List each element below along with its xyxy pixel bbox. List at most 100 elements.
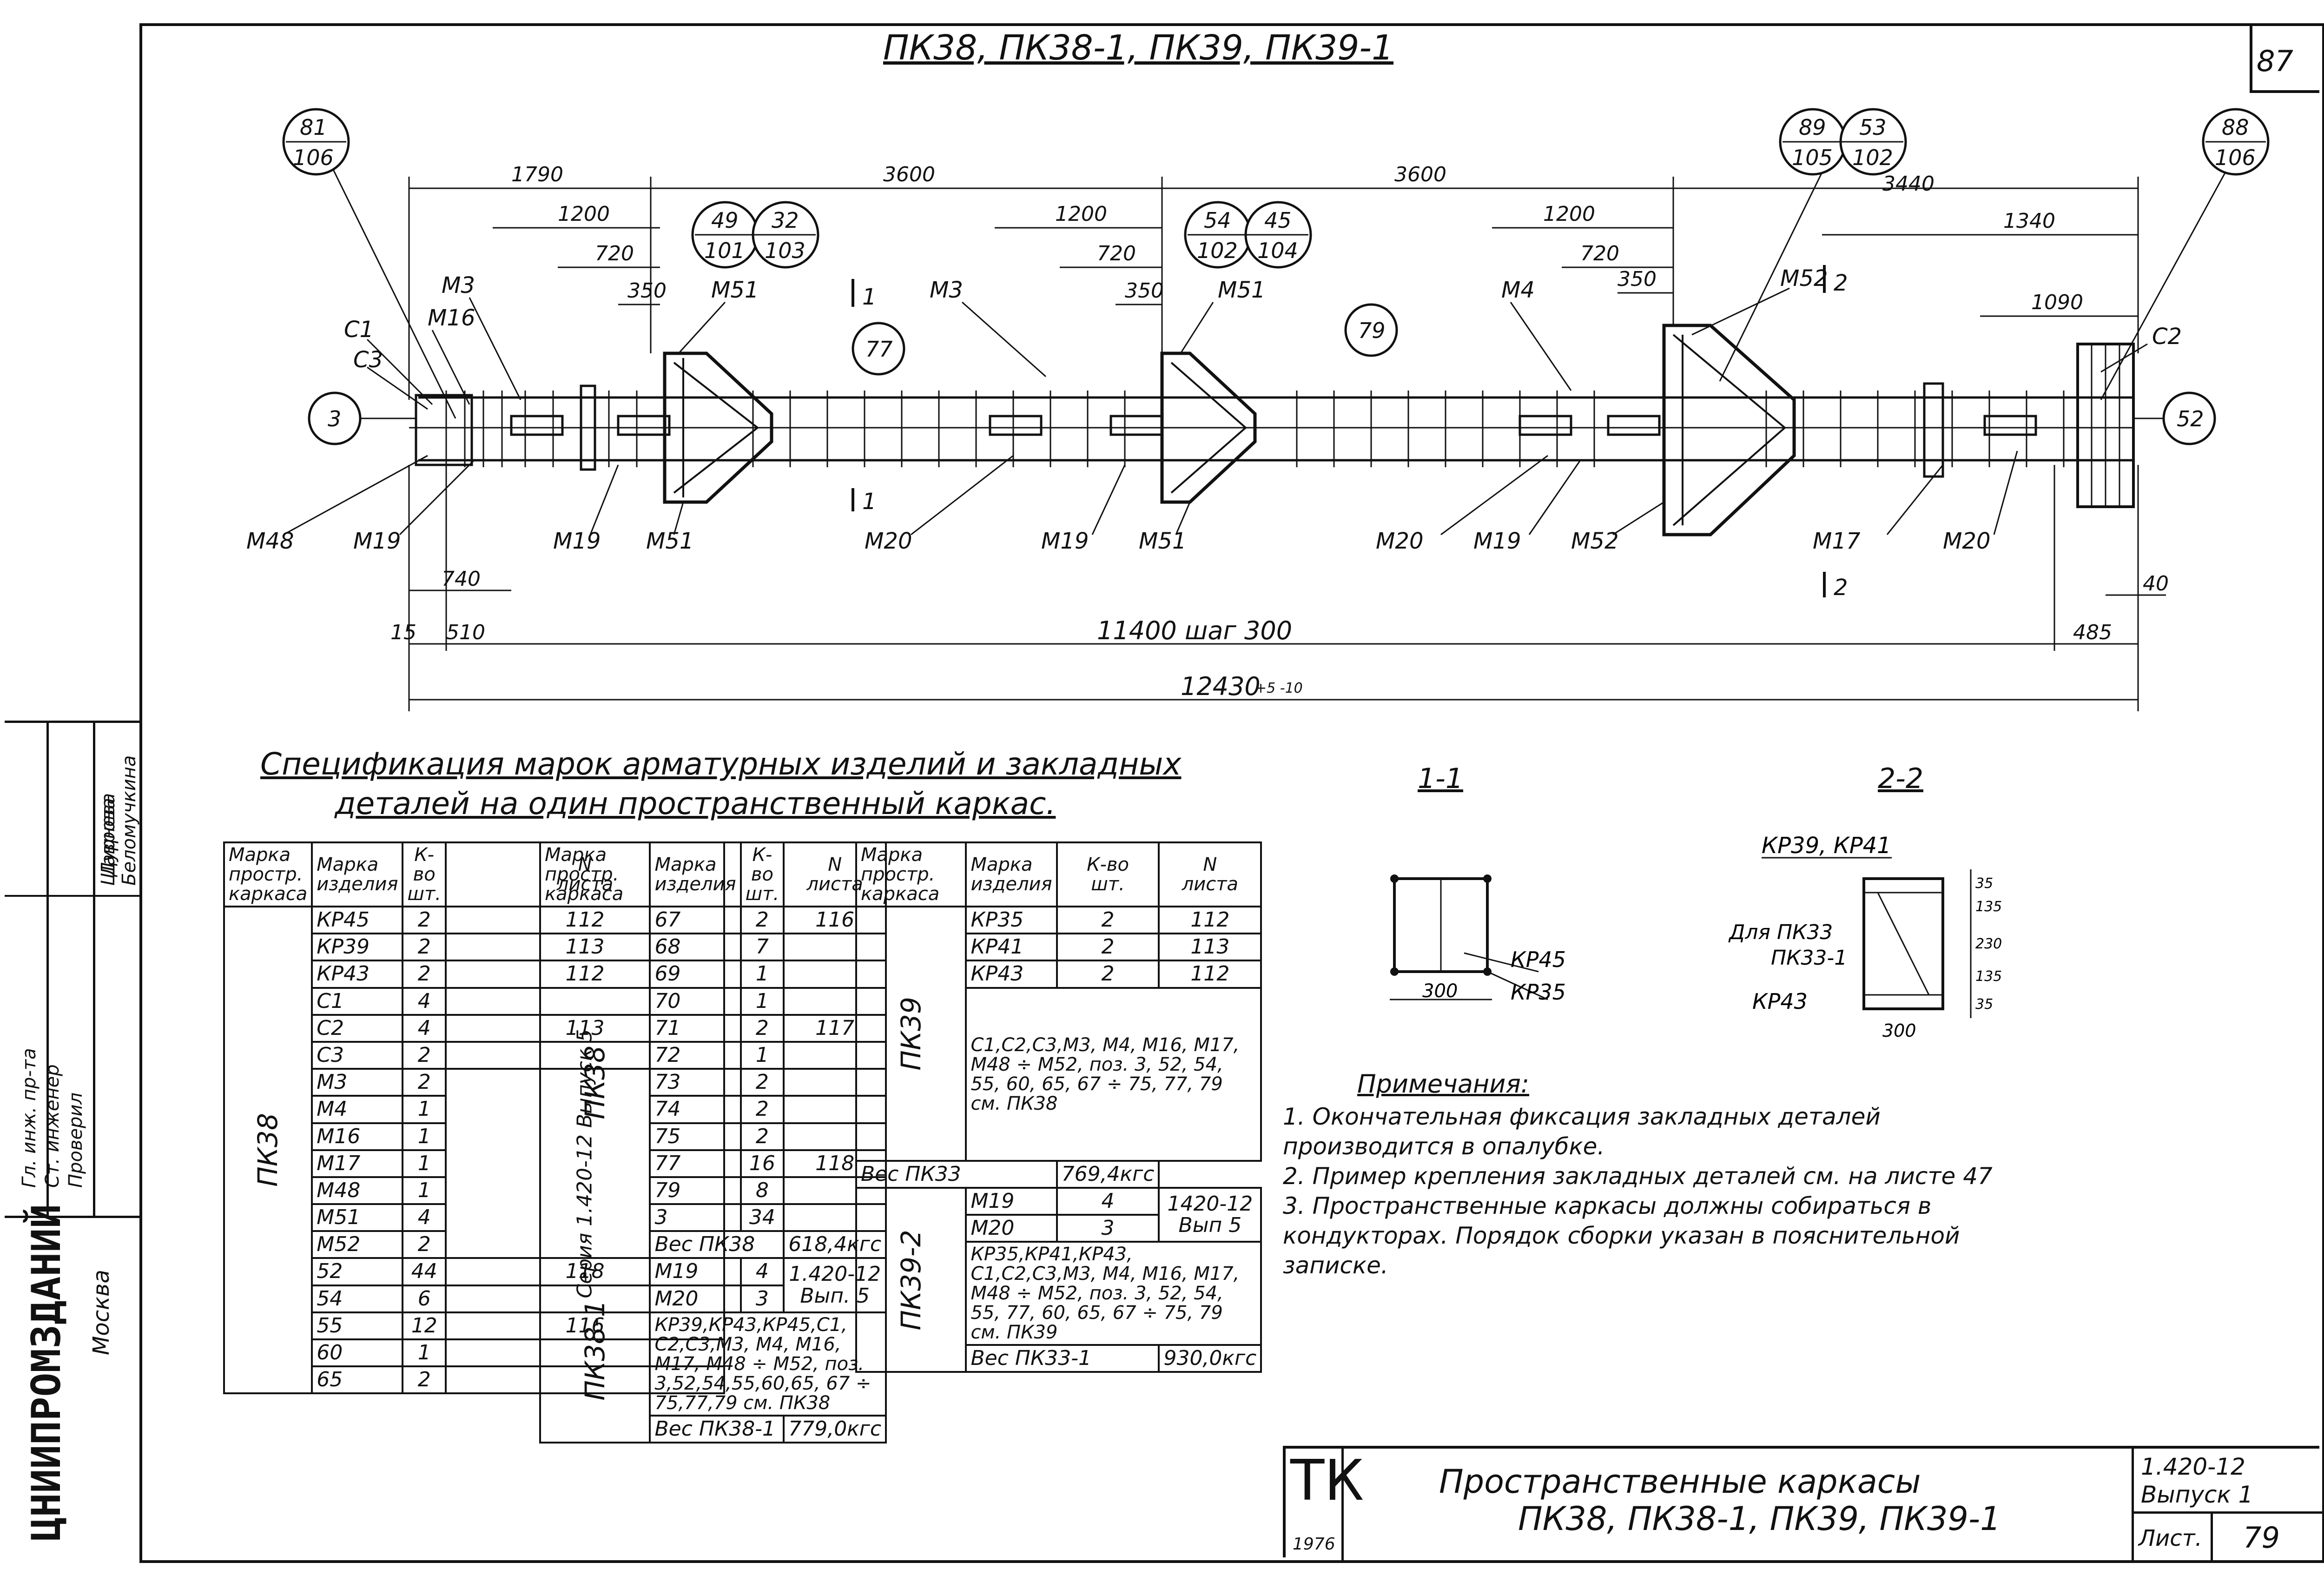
label-m51-d: М51 <box>1139 528 1187 554</box>
note-row: КР39,КР43,КР45,С1, С2,С3,М3, М4, М16, М1… <box>540 1311 887 1417</box>
dim-3600-a: 3600 <box>883 163 935 186</box>
cell-marka: М51 <box>311 1203 404 1232</box>
table1-group-text: ПК38 <box>252 1113 284 1187</box>
weight-label: Вес ПК38 <box>649 1230 785 1259</box>
weight-value: 769,4кгс <box>1056 1159 1160 1189</box>
dim-1200-c: 1200 <box>1543 202 1595 226</box>
dim-15: 15 <box>390 621 416 644</box>
cell-n: 1420-12 Вып 5 <box>1158 1186 1262 1243</box>
dim-510: 510 <box>446 621 485 644</box>
table3-group-a-text: ПК39 <box>895 996 927 1071</box>
section-2-dim-1: 35 <box>1975 875 1993 892</box>
section-1-title: 1-1 <box>1418 762 1463 795</box>
cell-marka: 69 <box>649 960 742 989</box>
section-2-title: 2-2 <box>1878 762 1923 795</box>
cell-kvo: 44 <box>402 1257 447 1286</box>
cell-kvo: 4 <box>1056 1186 1160 1216</box>
cell-kvo: 2 <box>402 1365 447 1395</box>
cell-kvo: 4 <box>402 1203 447 1232</box>
side-title-divider <box>46 723 49 1216</box>
cell-kvo: 1 <box>739 960 785 989</box>
table3-group-b: ПК39-2 <box>855 1186 967 1373</box>
cell-marka: М48 <box>311 1176 404 1205</box>
cell-kvo: 1 <box>402 1122 447 1151</box>
cell-marka: 72 <box>649 1040 742 1070</box>
cell-marka: М20 <box>649 1284 742 1313</box>
note-line-1: 1. Окончательная фиксация закладных дета… <box>1283 1103 1881 1130</box>
dim-40: 40 <box>2143 572 2169 596</box>
hdr2-n-text: N <box>828 854 842 875</box>
hdr3-lista: листа <box>1182 874 1239 895</box>
cell-n: 113 <box>1158 933 1262 962</box>
table2-group-b: ПК38-1 <box>539 1257 651 1444</box>
cell-marka: С2 <box>311 1013 404 1043</box>
cell-marka: КР35 <box>965 905 1058 935</box>
section-2-for: Для ПК33 <box>1728 920 1833 944</box>
drawing-title: ПК38, ПК38-1, ПК39, ПК39-1 <box>883 28 1394 68</box>
table2-group-a-text: ПК38 <box>579 1045 611 1119</box>
dim-350-b: 350 <box>1125 279 1164 303</box>
hdr2-kvo-text: К-во <box>751 844 773 885</box>
cell-kvo: 2 <box>739 905 785 935</box>
callout-45-top: 45 <box>1264 208 1292 233</box>
label-m19-b: М19 <box>553 528 601 554</box>
hdr-kvo-text: К-во <box>413 844 436 885</box>
table3-note-a: С1,С2,С3,М3, М4, М16, М17, М48 ÷ М52, по… <box>965 987 1262 1162</box>
label-m19-a: М19 <box>353 528 401 554</box>
note-line-2: производится в опалубке. <box>1283 1133 1605 1160</box>
section-mark-2-top: 2 <box>1834 270 1848 296</box>
note-row: С1,С2,С3,М3, М4, М16, М17, М48 ÷ М52, по… <box>856 987 1262 1162</box>
label-c1: С1 <box>344 317 374 343</box>
callout-81-bottom: 106 <box>293 145 334 170</box>
label-m51-c: М51 <box>646 528 694 554</box>
section-2-bottom-label: КР43 <box>1752 989 1808 1014</box>
cell-marka: М19 <box>965 1186 1058 1216</box>
cell-kvo: 2 <box>402 905 447 935</box>
cell-kvo: 2 <box>739 1122 785 1151</box>
dim-1090: 1090 <box>2031 291 2083 314</box>
frame-elevation-drawing: 81 106 49 101 32 103 54 102 45 104 89 10… <box>246 108 2270 711</box>
label-m20-c: М20 <box>1943 528 1991 554</box>
label-m20-b: М20 <box>1376 528 1424 554</box>
cell-kvo: 4 <box>739 1257 785 1286</box>
spec-title-line-1: Спецификация марок арматурных изделий и … <box>260 746 1182 782</box>
dim-720-c: 720 <box>1580 242 1619 265</box>
callout-89-top: 89 <box>1799 115 1826 140</box>
side-name-2: Беломучкина <box>119 755 140 886</box>
dim-3600-b: 3600 <box>1394 163 1446 186</box>
table3-group-a: ПК39 <box>855 906 967 1162</box>
cell-kvo: 12 <box>402 1311 447 1341</box>
table3-group-b-text: ПК39-2 <box>895 1229 927 1331</box>
section-2-for-2: ПК33-1 <box>1771 946 1847 970</box>
stamp-sheet-divider <box>2211 1511 2213 1560</box>
cell-marka: 55 <box>311 1311 404 1341</box>
section-2-drawing: КР39, КР41 Для ПК33 ПК33-1 КР43 300 35 1… <box>1728 833 2002 1041</box>
callout-53-top: 53 <box>1859 115 1887 140</box>
section-2-dim-3: 230 <box>1975 936 2002 952</box>
cell-marka: С1 <box>311 987 404 1016</box>
side-org-name: ЦНИИПРОМЗДАНИЙ <box>23 1204 70 1541</box>
dim-1200-a: 1200 <box>558 202 610 226</box>
section-mark-1-bottom: 1 <box>862 489 877 515</box>
weight-label: Вес ПК33 <box>855 1159 1058 1189</box>
cell-n: 1.420-12 Вып. 5 <box>783 1257 887 1313</box>
corner-sheet-box <box>2250 23 2319 93</box>
cell-marka: 71 <box>649 1013 742 1043</box>
dim-485: 485 <box>2073 621 2112 644</box>
label-m52-b: М52 <box>1571 528 1619 554</box>
callout-32-bottom: 103 <box>765 238 805 263</box>
cell-kvo: 6 <box>402 1284 447 1313</box>
cell-kvo: 3 <box>739 1284 785 1313</box>
stamp-title-1: Пространственные каркасы <box>1439 1463 1921 1501</box>
cell-kvo: 1 <box>739 1040 785 1070</box>
